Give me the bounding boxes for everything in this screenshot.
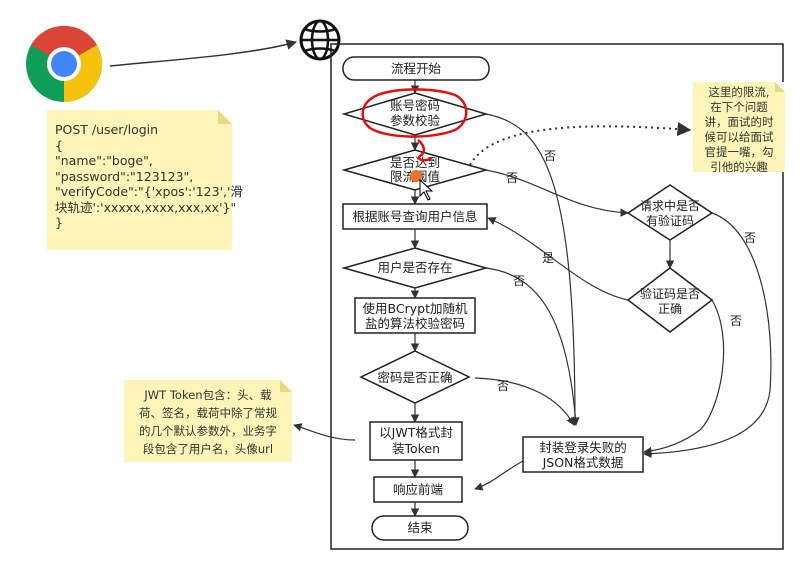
limit-sticky-note: 这里的限流, 在下个问题 讲，面试的时 候可以给面试 官提一嘴，勾 引他的兴趣 xyxy=(693,82,785,174)
start-label: 流程开始 xyxy=(391,61,442,76)
jwt-token-label-2: 装Token xyxy=(392,441,440,456)
jwt-token-node xyxy=(369,421,463,461)
captcha-correct-label-2: 正确 xyxy=(658,302,682,316)
globe-icon xyxy=(299,19,341,61)
pwd-correct-label: 密码是否正确 xyxy=(377,370,452,385)
bcrypt-node xyxy=(354,297,476,334)
query-user-node xyxy=(342,203,488,230)
edge-label-no: 否 xyxy=(544,149,556,163)
note-line: 引他的兴趣 xyxy=(710,160,768,174)
query-user-label: 根据账号查询用户信息 xyxy=(352,209,477,224)
jwt-token-label-1: 以JWT格式封 xyxy=(379,425,453,440)
note-line: 讲，面试的时 xyxy=(704,115,774,129)
note-line: 荷、签名，载荷中除了常规 xyxy=(139,406,277,420)
note-line: JWT Token包含：头、载 xyxy=(144,388,272,402)
red-annotation xyxy=(361,88,468,162)
edge-label-no: 否 xyxy=(506,171,518,185)
note-line: } xyxy=(55,215,63,230)
note-line: "password":"123123", xyxy=(55,168,194,184)
fail-json-label-1: 封装登录失败的 xyxy=(539,440,627,455)
note-line: 在下个问题 xyxy=(710,100,768,114)
note-line: 官提一嘴，勾 xyxy=(704,145,774,159)
end-node xyxy=(371,515,469,541)
cursor-dot xyxy=(410,170,422,182)
note-line: 段包含了用户名，头像url xyxy=(142,442,274,456)
bcrypt-label-1: 使用BCrypt加随机 xyxy=(363,301,468,316)
edge-label-no: 否 xyxy=(497,379,509,393)
end-label: 结束 xyxy=(407,520,433,535)
bcrypt-label-2: 盐的算法校验密码 xyxy=(365,316,465,331)
jwt-sticky-note: JWT Token包含：头、载 荷、签名，载荷中除了常规 的几个默认参数外，业务… xyxy=(124,380,292,462)
note-line: 候可以给面试 xyxy=(704,130,774,144)
dotted-arrow xyxy=(469,122,692,166)
note-line: 的几个默认参数外，业务字 xyxy=(139,424,277,438)
param-check-label-2: 参数校验 xyxy=(390,113,441,128)
note-line: POST /user/login xyxy=(55,122,159,137)
user-exists-label: 用户是否存在 xyxy=(377,260,452,275)
rate-limit-node xyxy=(341,149,489,191)
fail-json-node xyxy=(522,436,644,473)
note-line: "verifyCode":"{'xpos':'123','滑 xyxy=(55,184,243,199)
chrome-icon xyxy=(26,25,103,103)
has-captcha-label-1: 请求中是否 xyxy=(640,198,700,213)
flow-frame xyxy=(330,43,784,550)
start-node xyxy=(342,56,490,81)
user-exists-node xyxy=(341,247,489,289)
pwd-correct-node xyxy=(359,350,471,404)
edge-label-no: 否 xyxy=(730,314,742,328)
param-check-node xyxy=(341,92,489,136)
note-line: { xyxy=(55,137,63,153)
edge-label-no: 否 xyxy=(744,231,756,245)
param-check-label-1: 账号密码 xyxy=(390,98,440,113)
note-line: 这里的限流, xyxy=(708,85,770,99)
rate-limit-label-1: 是否达到 xyxy=(390,155,440,170)
edge-label-yes: 是 xyxy=(542,251,554,265)
cursor-icon xyxy=(419,178,434,201)
note-line: 块轨迹':'xxxxx,xxxx,xxx,xx'}" xyxy=(55,199,237,215)
respond-label: 响应前端 xyxy=(393,482,443,497)
note-line: "name":"boge", xyxy=(55,153,153,168)
has-captcha-label-2: 有验证码 xyxy=(646,213,694,228)
has-captcha-node xyxy=(626,184,714,241)
captcha-correct-label-1: 验证码是否 xyxy=(640,286,700,301)
respond-node xyxy=(373,476,463,503)
request-sticky-note: POST /user/login { "name":"boge", "passw… xyxy=(47,110,243,250)
edge-label-no: 否 xyxy=(513,274,525,288)
fail-json-label-2: JSON格式数据 xyxy=(542,455,624,470)
captcha-correct-node xyxy=(626,267,714,333)
